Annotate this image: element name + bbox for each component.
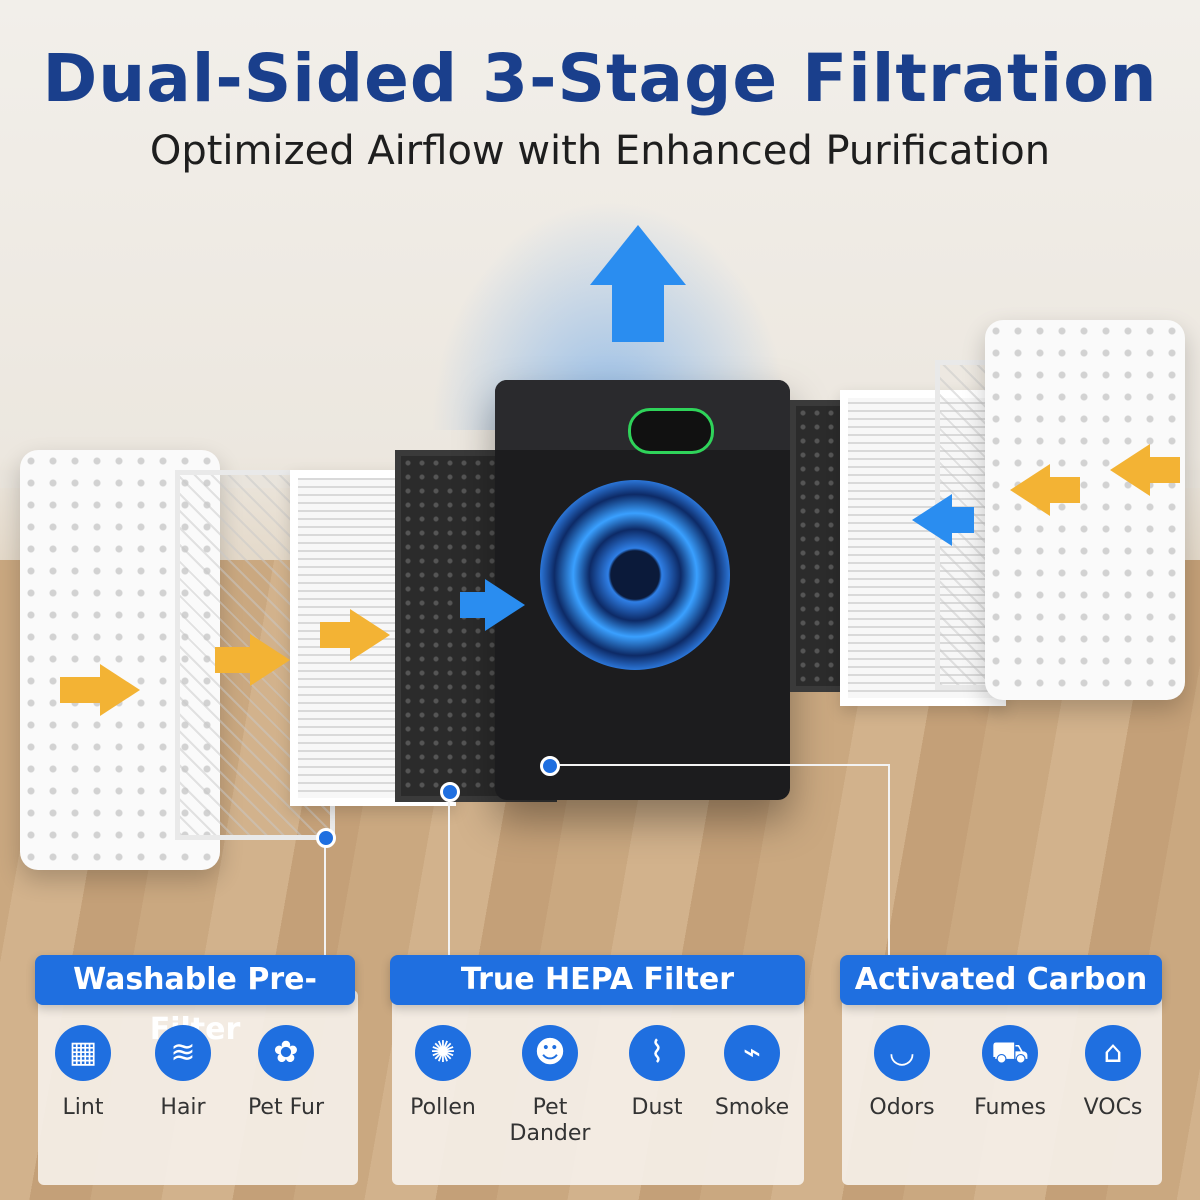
callout-line-carbon-h	[550, 764, 890, 766]
card-title-hepa: True HEPA Filter	[390, 955, 805, 1005]
list-item: ☻ Pet Dander	[500, 1025, 600, 1147]
arrow-left-icon	[1010, 464, 1050, 516]
card-hepa	[392, 990, 804, 1185]
arrow-right-icon	[100, 664, 140, 716]
item-label: Pollen	[410, 1095, 476, 1120]
factory-icon: ⌂	[1085, 1025, 1141, 1081]
arrow-right-icon	[350, 609, 390, 661]
list-item: ⌇ Dust	[607, 1025, 707, 1121]
item-label: Dust	[631, 1095, 683, 1120]
hair-icon: ≋	[155, 1025, 211, 1081]
arrow-up-icon	[590, 225, 686, 285]
arrow-left-icon	[1110, 444, 1150, 496]
arrow-stem	[460, 592, 485, 618]
callout-line-hepa	[448, 795, 450, 957]
card-carbon	[842, 990, 1162, 1185]
item-label: Pet Fur	[247, 1095, 325, 1120]
callout-dot-hepa	[440, 782, 460, 802]
item-label: Fumes	[974, 1095, 1046, 1120]
item-label: Hair	[160, 1095, 206, 1120]
arrow-up-stem	[612, 284, 664, 342]
pollen-icon: ✺	[415, 1025, 471, 1081]
broom-icon: ⌇	[629, 1025, 685, 1081]
card-title-carbon: Activated Carbon	[840, 955, 1162, 1005]
callout-dot-carbon	[540, 756, 560, 776]
arrow-stem	[60, 677, 100, 703]
arrow-stem	[1050, 477, 1080, 503]
arrow-stem	[215, 647, 250, 673]
paw-icon: ✿	[258, 1025, 314, 1081]
control-display	[628, 408, 714, 454]
callout-line-prefilter	[324, 838, 326, 958]
item-label: Pet Dander	[509, 1095, 591, 1146]
callout-dot-prefilter	[316, 828, 336, 848]
bowl-icon: ◡	[874, 1025, 930, 1081]
callout-line-carbon-v	[888, 764, 890, 957]
cigarette-icon: ⌁	[724, 1025, 780, 1081]
list-item: ◡ Odors	[852, 1025, 952, 1121]
card-prefilter	[38, 990, 358, 1185]
list-item: ▦ Lint	[33, 1025, 133, 1121]
page-title: Dual-Sided 3-Stage Filtration	[42, 40, 1158, 117]
list-item: ⌁ Smoke	[702, 1025, 802, 1121]
mesh-icon: ▦	[55, 1025, 111, 1081]
arrow-left-icon	[912, 494, 952, 546]
list-item: ≋ Hair	[133, 1025, 233, 1121]
item-label: VOCs	[1083, 1095, 1143, 1120]
truck-icon: ⛟	[982, 1025, 1038, 1081]
arrow-stem	[952, 507, 974, 533]
item-label: Smoke	[714, 1095, 790, 1120]
arrow-right-icon	[250, 634, 290, 686]
list-item: ✺ Pollen	[393, 1025, 493, 1121]
page-subtitle: Optimized Airflow with Enhanced Purifica…	[149, 128, 1051, 174]
item-label: Lint	[62, 1095, 104, 1120]
arrow-stem	[320, 622, 350, 648]
list-item: ✿ Pet Fur	[236, 1025, 336, 1121]
item-label: Odors	[869, 1095, 935, 1120]
arrow-stem	[1150, 457, 1180, 483]
fan-icon	[540, 480, 730, 670]
list-item: ⌂ VOCs	[1063, 1025, 1163, 1121]
card-title-prefilter: Washable Pre-Filter	[35, 955, 355, 1047]
list-item: ⛟ Fumes	[960, 1025, 1060, 1121]
dog-icon: ☻	[522, 1025, 578, 1081]
arrow-right-icon	[485, 579, 525, 631]
